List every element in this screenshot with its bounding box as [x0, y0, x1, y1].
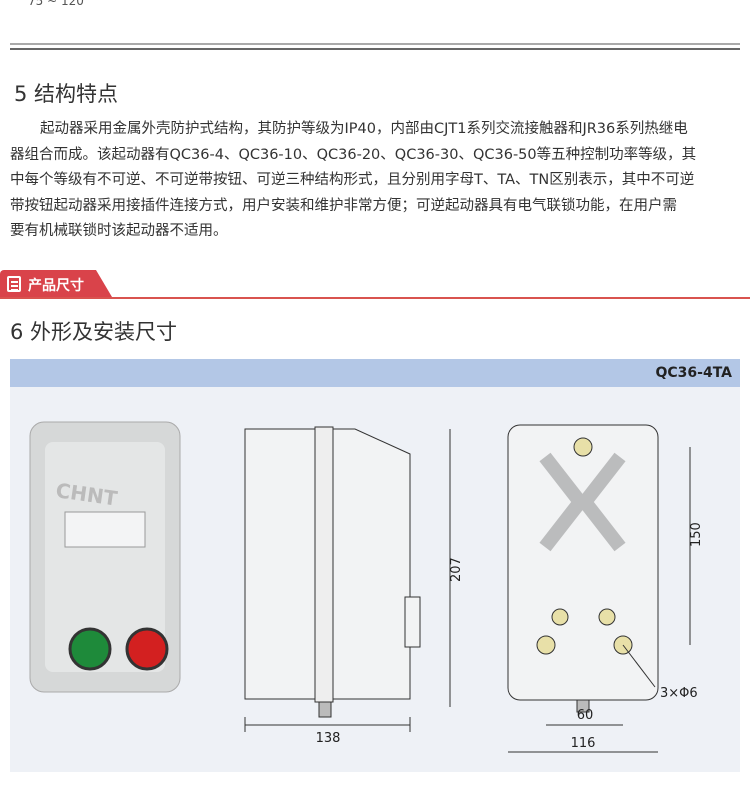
model-header: QC36-4TA	[10, 359, 740, 387]
start-button	[68, 627, 112, 671]
document-icon	[7, 276, 21, 292]
side-view	[244, 426, 451, 732]
tab-label: 产品尺寸	[28, 278, 84, 294]
product-photo: CHNT	[29, 421, 181, 693]
dim-width: 116	[571, 736, 596, 751]
section-title-dimensions: 6 外形及安装尺寸	[10, 320, 178, 344]
para-line: 起动器采用金属外壳防护式结构，其防护等级为IP40，内部由CJT1系列交流接触器…	[40, 121, 688, 137]
section-tab-bar: 产品尺寸	[0, 270, 750, 299]
divider	[10, 43, 740, 45]
model-label: QC36-4TA	[655, 365, 732, 381]
dim-holes: 3×Φ6	[660, 686, 698, 701]
dim-hole-h: 60	[577, 708, 594, 723]
para-line: 中每个等级有不可逆、不可逆带按钮、可逆三种结构形式，且分别用字母T、TA、TN区…	[10, 172, 695, 188]
top-value: 75 ~ 120	[28, 0, 84, 8]
back-view	[507, 424, 691, 753]
tab-product-size[interactable]: 产品尺寸	[0, 270, 112, 297]
para-line: 要有机械联锁时该起动器不适用。	[10, 223, 228, 239]
divider	[10, 48, 740, 50]
para-line: 带按钮起动器采用接插件连接方式，用户安装和维护非常方便；可逆起动器具有电气联锁功…	[10, 197, 677, 214]
dim-height: 207	[449, 557, 464, 582]
para-line: 器组合而成。该起动器有QC36-4、QC36-10、QC36-20、QC36-3…	[10, 146, 697, 163]
dim-depth: 138	[316, 731, 341, 746]
dimension-drawing: CHNT 138 207 150 60 116 3×Φ6	[29, 421, 704, 753]
stop-button	[125, 627, 169, 671]
dimension-panel: QC36-4TA CHNT 138 207 150 60 116 3×Φ6	[10, 359, 740, 772]
section-title-structure: 5 结构特点	[14, 82, 119, 106]
structure-paragraph: 起动器采用金属外壳防护式结构，其防护等级为IP40，内部由CJT1系列交流接触器…	[10, 117, 745, 245]
dim-hole-v: 150	[689, 522, 704, 547]
